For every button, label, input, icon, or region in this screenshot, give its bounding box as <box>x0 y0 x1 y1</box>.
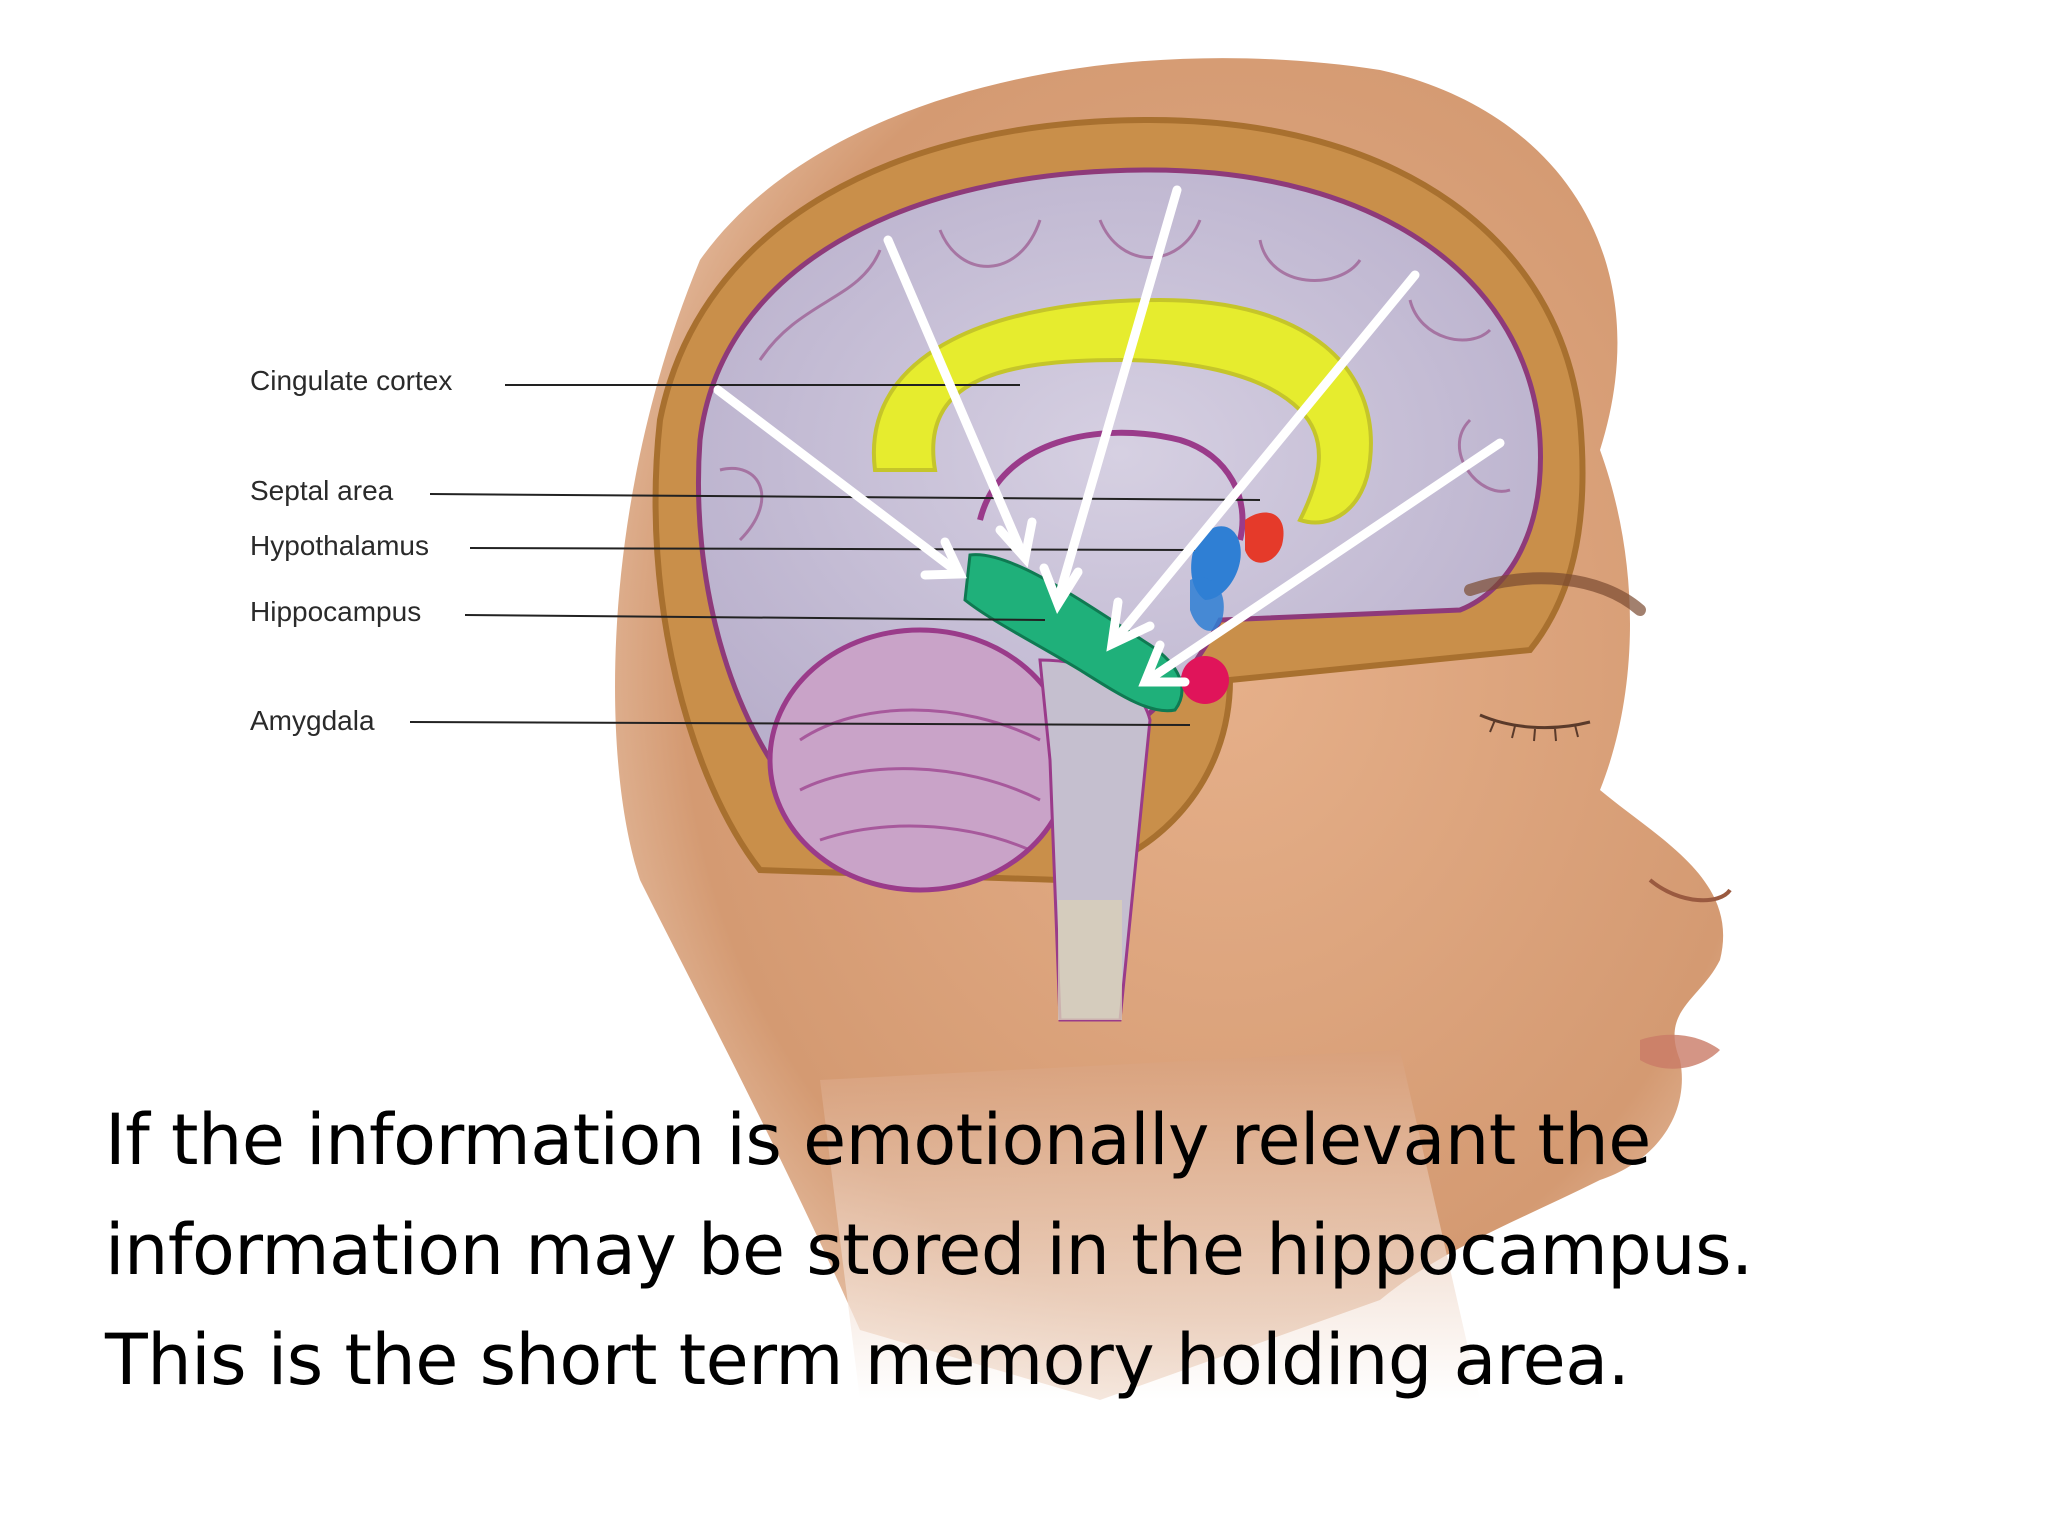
cingulate-cortex <box>871 297 1373 525</box>
arrow-3 <box>1039 185 1182 614</box>
septal-leader <box>429 493 1261 501</box>
spinal-cord <box>1058 900 1122 1020</box>
caption-line-2: information may be stored in the hippoca… <box>105 1209 1753 1291</box>
cerebellum-folia <box>799 708 1041 852</box>
hypothalamus-lower <box>1190 577 1224 631</box>
eyebrow <box>1464 572 1646 616</box>
cerebellum <box>767 627 1073 893</box>
amygdala-leader <box>409 721 1191 726</box>
amygdala <box>1181 656 1229 704</box>
label-cingulate-cortex: Cingulate cortex <box>250 365 452 396</box>
neck <box>820 1050 1480 1400</box>
caption-line-3: This is the short term memory holding ar… <box>105 1319 1630 1401</box>
label-amygdala: Amygdala <box>250 705 375 736</box>
arrow-2 <box>883 235 1037 568</box>
eyelashes <box>1489 719 1579 742</box>
arrows <box>713 185 1505 687</box>
gyri <box>719 219 1511 542</box>
caption-line-1: If the information is emotionally releva… <box>105 1099 1651 1181</box>
nostril <box>1648 878 1732 903</box>
septal-area <box>1245 512 1284 563</box>
label-hippocampus: Hippocampus <box>250 596 421 627</box>
label-hypothalamus: Hypothalamus <box>250 530 429 561</box>
arrow-5 <box>1138 438 1505 687</box>
caption: If the information is emotionally releva… <box>105 1085 2005 1415</box>
arrow-4 <box>1106 270 1420 652</box>
label-septal-area: Septal area <box>250 475 394 506</box>
closed-eye <box>1479 713 1591 730</box>
lips <box>1640 1034 1720 1069</box>
hippocampus-leader <box>464 614 1046 621</box>
arrow-1 <box>713 385 967 580</box>
